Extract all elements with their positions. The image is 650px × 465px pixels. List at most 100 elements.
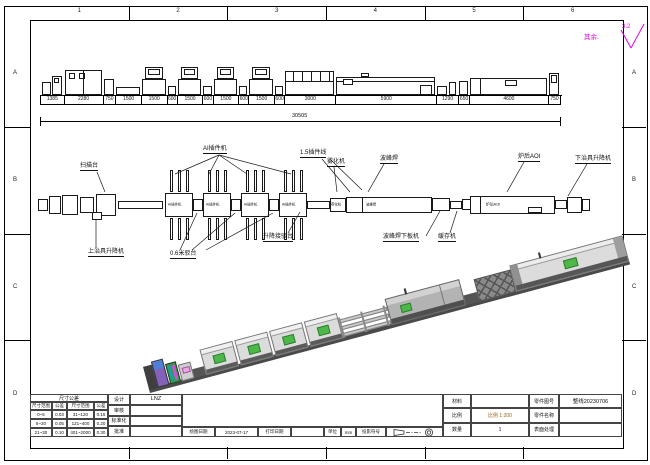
dimension-value: 1500: [256, 96, 268, 102]
signoff-label: 设计: [108, 394, 130, 405]
signoff-value: LNZ: [130, 394, 182, 405]
zone-row-letter: B: [632, 177, 637, 184]
machine-outline: [42, 82, 51, 95]
shape: [212, 352, 227, 365]
dimension-value: 650: [459, 96, 469, 102]
zone-column-number: 5: [472, 8, 476, 14]
dimension-segment: 1500: [140, 96, 167, 105]
dimension-value: 1500: [184, 96, 196, 102]
zone-row-letter: C: [13, 283, 18, 290]
dimension-value: 1500: [123, 96, 135, 102]
feeder-bar: [170, 218, 173, 240]
shape: [537, 252, 541, 259]
zone-tick: [128, 447, 130, 459]
tolerance-title: 尺寸公差: [30, 394, 108, 402]
tolerance-value: 0.05: [52, 419, 67, 428]
feeder-bar: [246, 170, 249, 192]
zone-column-number: 3: [274, 8, 279, 14]
zone-row-letter: D: [632, 390, 637, 397]
machine-outline: [183, 69, 196, 75]
zone-row-letter: B: [13, 177, 18, 184]
title-empty-area: [182, 394, 443, 427]
callout-scan: 扫描台: [80, 163, 99, 171]
aoi-window: [528, 207, 542, 213]
feeder-bar: [170, 170, 173, 192]
dimension-value: 1290: [442, 96, 454, 102]
dimension-segment: 3000: [284, 96, 336, 105]
projection-symbol-icon: [393, 428, 433, 436]
projection-symbol-cell: [386, 427, 443, 437]
zone-tick: [622, 126, 646, 128]
callout-line15: 1.5插件线: [300, 150, 327, 158]
shape: [403, 288, 407, 295]
machine-label-aoi: 炉后AOI: [486, 202, 501, 207]
signoff-value: [130, 426, 182, 437]
dimension-segment: 750: [102, 96, 116, 105]
zone-tick: [326, 447, 327, 459]
dimension-value: 600: [239, 96, 248, 102]
tolerance-value: 0.15: [94, 410, 108, 419]
dimension-segment: 600: [238, 96, 249, 105]
tolerance-value: 0.10: [52, 428, 67, 437]
callout-ai: AI插件机: [203, 146, 227, 154]
callout-liftdock: 升降接驳台: [263, 234, 294, 242]
feeder-bar: [178, 170, 181, 192]
feeder-bar: [186, 170, 189, 192]
feeder-bar: [254, 170, 257, 192]
shape: [302, 71, 304, 81]
zone-tick: [622, 233, 646, 235]
shape: [362, 197, 363, 213]
plan-machine: [118, 201, 163, 209]
info-cell: 比例: [443, 408, 471, 423]
shape: [281, 333, 296, 346]
machine-label-fog: 雾化机: [331, 202, 342, 207]
overall-dimension: 30505: [40, 113, 561, 126]
shape: [293, 71, 295, 81]
machine-outline: [420, 85, 433, 95]
plan-machine: [269, 199, 279, 211]
tolerance-value: 6~20: [30, 419, 52, 428]
machine-outline: [548, 73, 560, 95]
scale-value: 比例 1:200: [471, 408, 529, 423]
shape: [480, 196, 481, 214]
dimension-segment: 1290: [436, 96, 459, 105]
feeder-bar: [292, 170, 295, 192]
plan-machine: [49, 196, 61, 214]
plan-machine: [450, 201, 462, 209]
signoff-label: 标准化: [108, 415, 130, 427]
feeder-bar: [216, 170, 219, 192]
zone-row-letter: C: [632, 283, 637, 290]
shape: [316, 324, 331, 337]
callout-fog: 雾化机: [327, 159, 346, 167]
meta-cell: 投影符号: [356, 427, 386, 437]
machine-outline: [470, 78, 547, 95]
dimension-segment: 1500: [212, 96, 239, 105]
shape: [181, 365, 191, 374]
zone-tick: [326, 6, 327, 20]
machine-outline: [54, 78, 59, 83]
dimension-segment: 600: [166, 96, 177, 105]
machine-outline: [255, 69, 267, 75]
machine-outline: [437, 86, 448, 95]
plan-machine: [582, 199, 590, 211]
shape: [247, 343, 262, 355]
surface-roughness-note: 其余.: [584, 34, 599, 41]
tolerance-value: 21~30: [30, 428, 52, 437]
shape: [329, 71, 331, 81]
feeder-bar: [262, 170, 265, 192]
zone-tick: [622, 340, 646, 342]
feeder-bar: [284, 218, 287, 240]
signoff-value: [130, 415, 182, 427]
feeder-bar: [300, 170, 303, 192]
dimension-value: 2280: [78, 96, 90, 102]
machine-label-ai: AI插件机: [168, 202, 182, 207]
machine-outline: [78, 73, 85, 79]
dimension-segment: 1385: [40, 96, 64, 105]
machine-outline: [249, 79, 273, 95]
elevation-machines: [40, 55, 562, 96]
machine-outline: [52, 76, 62, 95]
dimension-value: 5900: [380, 96, 392, 102]
tolerance-value: 0.20: [94, 419, 108, 428]
plan-machine: [80, 197, 94, 213]
